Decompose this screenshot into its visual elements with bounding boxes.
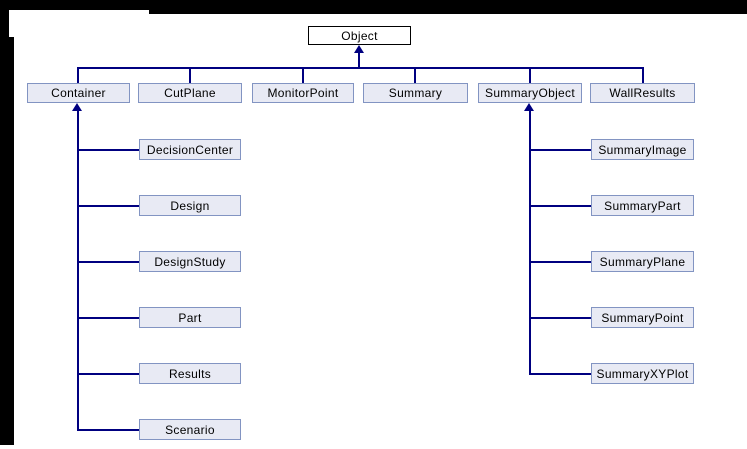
class-node-designstudy[interactable]: DesignStudy [139, 251, 241, 272]
connector-line [77, 67, 644, 69]
connector-line [77, 67, 79, 83]
class-node-cutplane[interactable]: CutPlane [138, 83, 242, 103]
class-node-part[interactable]: Part [139, 307, 241, 328]
connector-line [77, 317, 139, 319]
class-node-monitorpoint[interactable]: MonitorPoint [252, 83, 354, 103]
inheritance-arrowhead-icon [354, 45, 364, 53]
class-node-summaryplane[interactable]: SummaryPlane [591, 251, 694, 272]
connector-line [77, 261, 139, 263]
class-node-results[interactable]: Results [139, 363, 241, 384]
class-node-scenario[interactable]: Scenario [139, 419, 241, 440]
class-node-container[interactable]: Container [27, 83, 130, 103]
connector-line [529, 205, 591, 207]
class-node-summarypoint[interactable]: SummaryPoint [591, 307, 694, 328]
class-node-summary[interactable]: Summary [363, 83, 468, 103]
connector-line [529, 373, 591, 375]
connector-line [189, 67, 191, 83]
connector-line [529, 149, 591, 151]
connector-line [77, 429, 139, 431]
frame-bar [0, 37, 14, 445]
class-node-summarypart[interactable]: SummaryPart [591, 195, 694, 216]
inheritance-arrowhead-icon [72, 103, 82, 111]
connector-line [77, 205, 139, 207]
connector-line [529, 317, 591, 319]
connector-line [529, 67, 531, 83]
inheritance-arrowhead-icon [524, 103, 534, 111]
frame-bar [149, 0, 747, 14]
class-node-summaryimage[interactable]: SummaryImage [591, 139, 694, 160]
connector-line [77, 106, 79, 431]
class-node-object[interactable]: Object [308, 26, 411, 45]
connector-line [529, 261, 591, 263]
connector-line [414, 67, 416, 83]
connector-line [529, 106, 531, 375]
frame-bar [0, 10, 9, 37]
class-node-summaryobject[interactable]: SummaryObject [478, 83, 582, 103]
class-node-wallresults[interactable]: WallResults [590, 83, 695, 103]
connector-line [302, 67, 304, 83]
connector-line [358, 50, 360, 69]
connector-line [77, 373, 139, 375]
connector-line [642, 67, 644, 83]
class-node-summaryxyplot[interactable]: SummaryXYPlot [591, 363, 694, 384]
class-node-design[interactable]: Design [139, 195, 241, 216]
connector-line [77, 149, 139, 151]
class-node-decisioncenter[interactable]: DecisionCenter [139, 139, 241, 160]
frame-bar [0, 0, 149, 10]
